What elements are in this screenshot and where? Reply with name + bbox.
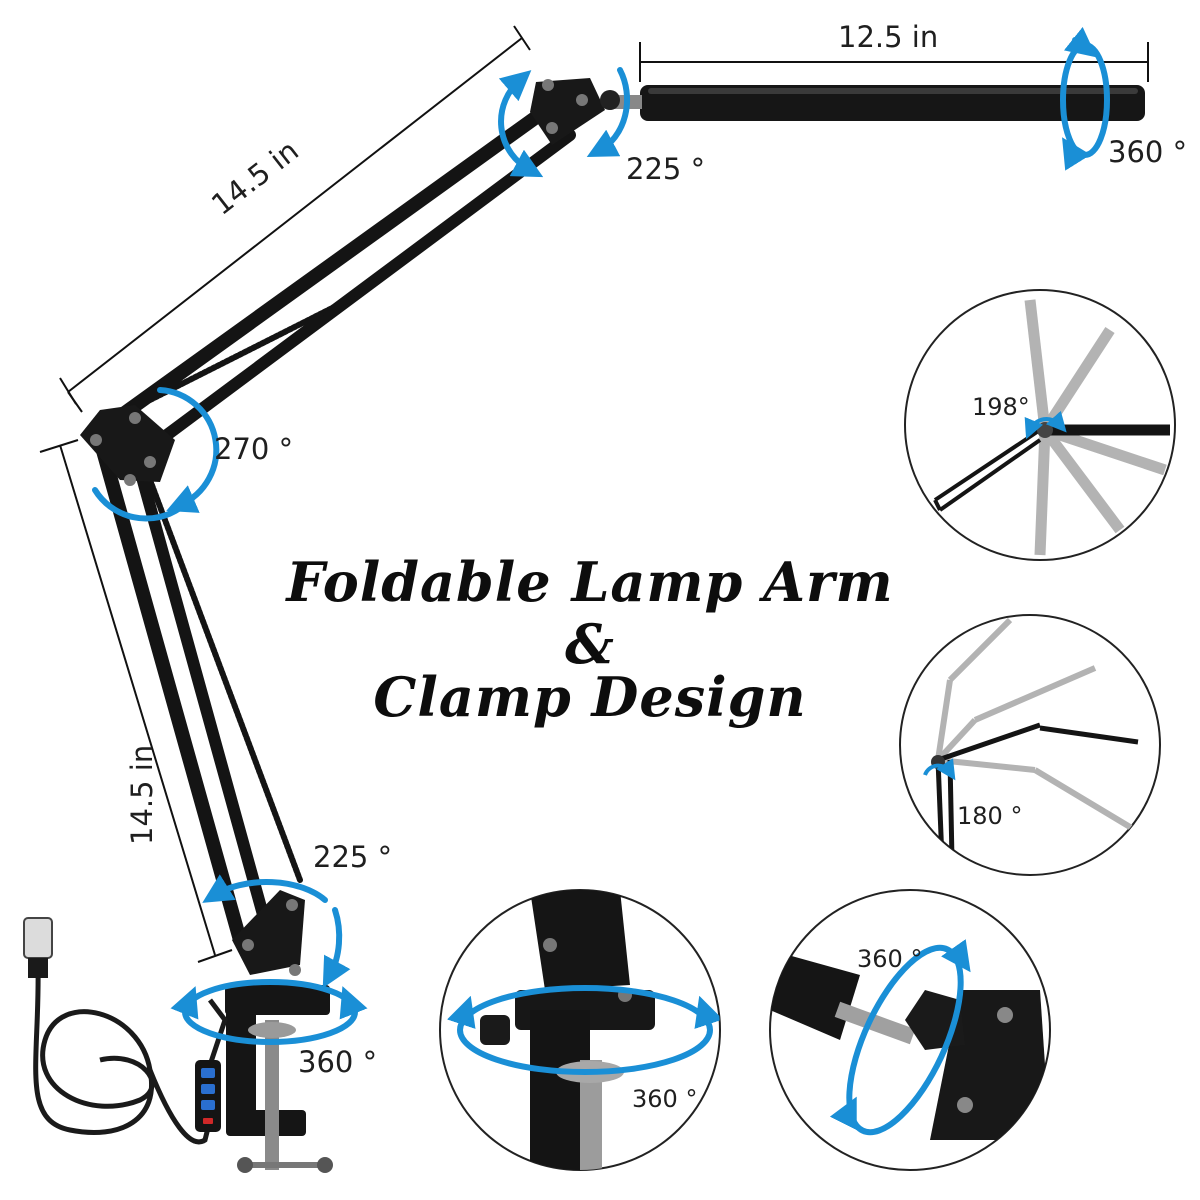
usb-cable (23, 917, 228, 1145)
title-line-1: Foldable Lamp Arm (286, 550, 894, 614)
inset-head-closeup (769, 889, 1051, 1171)
upper-arm (108, 93, 576, 461)
title-line-2: & (565, 612, 615, 676)
title-line-3: Clamp Design (373, 665, 807, 729)
dimension-lines (39, 25, 1149, 963)
inset-fold-range (904, 289, 1176, 561)
head-length-label: 12.5 in (838, 20, 939, 54)
rotation-arrows (92, 26, 1110, 1045)
head-joint-rotation-label: 225 ° (626, 152, 706, 186)
tilt-range-label: 180 ° (957, 802, 1023, 830)
inset-clamp-closeup (439, 889, 721, 1171)
head-swivel-rotation-label: 360 ° (1108, 135, 1188, 169)
lower-arm (93, 433, 303, 947)
fold-range-label: 198° (972, 393, 1030, 421)
lamp-arm (23, 25, 1149, 1173)
clamp-swivel-rotation-label: 360 ° (298, 1045, 378, 1079)
inset-tilt-range (899, 614, 1161, 876)
head-joint (530, 78, 620, 145)
clamp-base (225, 890, 333, 1173)
clamp-closeup-rotation-label: 360 ° (632, 1085, 698, 1113)
elbow-joint (80, 405, 175, 486)
head-closeup-rotation-label: 360 ° (857, 945, 923, 973)
lower-arm-length-label: 14.5 in (125, 744, 159, 845)
elbow-joint-rotation-label: 270 ° (214, 432, 294, 466)
base-joint-rotation-label: 225 ° (313, 840, 393, 874)
